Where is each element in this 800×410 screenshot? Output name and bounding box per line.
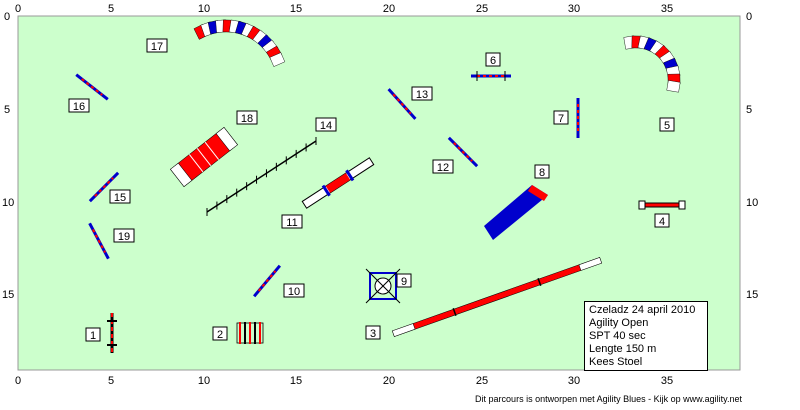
obstacle-label-12: 12 (432, 159, 454, 174)
svg-text:8: 8 (539, 167, 545, 179)
x-tick-label: 25 (476, 3, 488, 15)
y-tick-label: 5 (746, 104, 752, 116)
y-axis-right: 0 5 10 15 (746, 11, 758, 301)
obstacle-label-7: 7 (553, 110, 569, 125)
channel-weave-2 (236, 322, 264, 344)
x-tick-label: 20 (383, 375, 395, 387)
obstacle-label-1: 1 (85, 327, 101, 342)
svg-text:7: 7 (558, 113, 564, 125)
svg-text:14: 14 (320, 120, 332, 132)
x-tick-label: 10 (198, 3, 210, 15)
jump-19 (88, 222, 110, 260)
x-tick-label: 0 (15, 375, 21, 387)
obstacle-label-2: 2 (212, 326, 228, 341)
svg-text:19: 19 (118, 231, 130, 243)
jump-11 (301, 157, 375, 209)
jump-6 (471, 71, 511, 81)
svg-text:6: 6 (490, 55, 496, 67)
svg-text:5: 5 (664, 120, 670, 132)
y-tick-label: 5 (4, 104, 10, 116)
obstacle-label-14: 14 (315, 117, 337, 132)
obstacle-label-18: 18 (236, 110, 258, 125)
footer-credit: Dit parcours is ontworpen met Agility Bl… (475, 394, 742, 404)
class-name: Agility Open (589, 317, 649, 329)
x-tick-label: 35 (661, 3, 673, 15)
svg-text:2: 2 (217, 329, 223, 341)
svg-text:13: 13 (416, 89, 428, 101)
x-axis-top: 0 5 10 15 20 25 30 35 (15, 3, 673, 15)
jump-1 (107, 313, 117, 353)
a-frame-18 (170, 127, 238, 187)
x-tick-label: 0 (15, 3, 21, 15)
x-tick-label: 30 (568, 3, 580, 15)
y-tick-label: 10 (746, 197, 758, 209)
jump-10 (252, 264, 282, 298)
x-tick-label: 20 (383, 3, 395, 15)
obstacle-label-17: 17 (146, 38, 168, 53)
obstacle-label-10: 10 (283, 283, 305, 298)
y-tick-label: 0 (4, 11, 10, 23)
standard-course-time: SPT 40 sec (589, 330, 646, 342)
obstacle-label-4: 4 (654, 213, 670, 228)
x-tick-label: 30 (568, 375, 580, 387)
svg-text:18: 18 (241, 113, 253, 125)
obstacle-label-19: 19 (113, 228, 135, 243)
weave-poles-14 (206, 137, 317, 216)
obstacle-labels: 1 2 3 4 5 6 7 8 9 10 11 12 13 14 15 16 1… (68, 38, 675, 342)
x-tick-label: 15 (290, 375, 302, 387)
svg-text:11: 11 (286, 217, 297, 229)
jump-16 (75, 73, 109, 101)
svg-text:1: 1 (90, 330, 96, 342)
tunnel-5 (623, 35, 681, 93)
x-tick-label: 25 (476, 375, 488, 387)
x-tick-label: 5 (108, 375, 114, 387)
obstacle-label-11: 11 (281, 214, 303, 229)
tunnel-17 (193, 19, 286, 67)
tunnel-segment (666, 80, 681, 93)
jump-13 (387, 88, 417, 120)
svg-text:16: 16 (73, 101, 85, 113)
jump-12 (447, 136, 479, 168)
y-tick-label: 15 (2, 289, 14, 301)
obstacle-label-16: 16 (68, 98, 90, 113)
svg-text:17: 17 (151, 41, 163, 53)
x-tick-label: 10 (198, 375, 210, 387)
obstacle-label-8: 8 (534, 164, 550, 179)
svg-text:15: 15 (114, 192, 126, 204)
svg-text:10: 10 (288, 286, 300, 298)
table-9 (365, 268, 401, 304)
y-tick-label: 15 (746, 289, 758, 301)
svg-text:4: 4 (659, 216, 665, 228)
obstacle-label-6: 6 (485, 52, 501, 67)
y-tick-label: 10 (2, 197, 14, 209)
svg-text:9: 9 (401, 276, 407, 288)
x-tick-label: 35 (661, 375, 673, 387)
jump-4 (638, 200, 686, 210)
course-info-box: Czeladz 24 april 2010 Agility Open SPT 4… (584, 301, 708, 371)
judge-name: Kees Stoel (589, 356, 643, 368)
svg-text:12: 12 (437, 162, 449, 174)
x-tick-label: 5 (108, 3, 114, 15)
tunnel-8 (484, 185, 548, 240)
y-tick-label: 0 (746, 11, 752, 23)
dog-walk-3 (391, 257, 603, 337)
jump-15 (88, 171, 120, 203)
x-axis-bottom: 0 5 10 15 20 25 30 35 (15, 375, 673, 387)
obstacle-label-15: 15 (109, 189, 131, 204)
tunnel-segment (269, 52, 286, 67)
obstacle-label-13: 13 (411, 86, 433, 101)
obstacle-label-5: 5 (659, 117, 675, 132)
event-name: Czeladz 24 april 2010 (589, 304, 696, 316)
svg-text:3: 3 (370, 328, 376, 340)
obstacle-label-9: 9 (396, 273, 412, 288)
y-axis-left: 0 5 10 15 (2, 11, 14, 301)
x-tick-label: 15 (290, 3, 302, 15)
obstacle-label-3: 3 (365, 325, 381, 340)
course-length: Lengte 150 m (589, 343, 657, 355)
